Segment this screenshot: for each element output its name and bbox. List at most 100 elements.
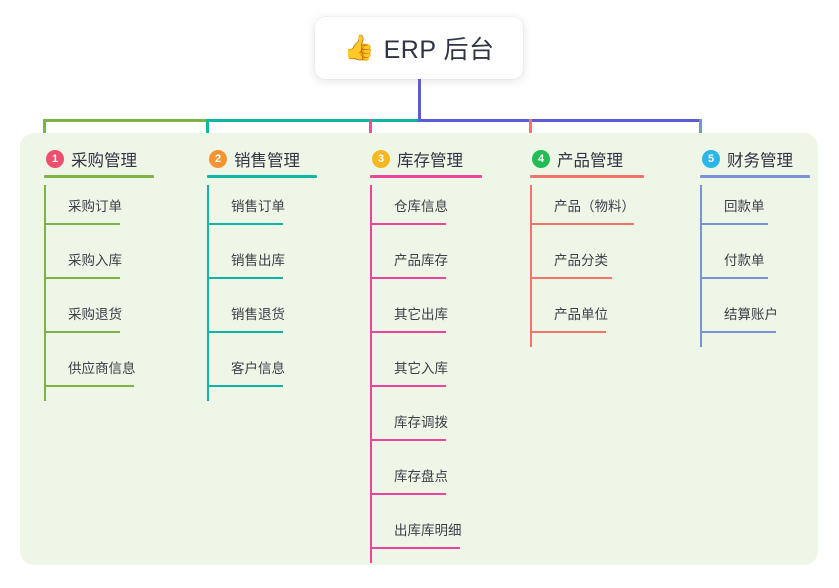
leaf-item-underline [44,277,120,279]
leaf-item[interactable]: 销售出库 [207,239,313,293]
column-spine [370,185,372,563]
column-title: 销售管理 [234,152,300,170]
leaf-item-label: 采购订单 [68,199,122,214]
leaf-item-underline [370,223,446,225]
column-title: 库存管理 [397,152,463,170]
trunk-connector [417,79,421,122]
leaf-item-label: 产品分类 [554,253,608,268]
leaf-item[interactable]: 仓库信息 [370,185,476,239]
bus-segment-3 [417,119,702,122]
leaf-item-underline [700,331,776,333]
leaf-item[interactable]: 结算账户 [700,293,806,347]
leaf-item-label: 采购退货 [68,307,122,322]
leaf-item-underline [44,223,120,225]
leaf-item-label: 付款单 [724,253,765,268]
leaf-item-label: 销售出库 [231,253,285,268]
leaf-item-underline [207,331,283,333]
leaf-item-label: 其它出库 [394,307,448,322]
leaf-item-label: 采购入库 [68,253,122,268]
leaf-item-underline [370,385,446,387]
leaf-item[interactable]: 产品库存 [370,239,476,293]
leaf-item-underline [370,547,460,549]
column-title-underline [44,175,154,178]
leaf-item[interactable]: 销售订单 [207,185,313,239]
column-spine [207,185,209,401]
leaf-item-label: 客户信息 [231,361,285,376]
leaf-item-label: 销售订单 [231,199,285,214]
leaf-item-underline [370,439,446,441]
leaf-item-label: 产品库存 [394,253,448,268]
leaf-item-underline [530,277,612,279]
bus-segment-2 [205,119,419,122]
column-title-underline [530,175,644,178]
column-spine [700,185,702,347]
column-header[interactable]: 4 产品管理 [530,145,644,185]
leaf-item-label: 出库库明细 [394,523,462,538]
leaf-item[interactable]: 库存盘点 [370,455,476,509]
leaf-item[interactable]: 产品分类 [530,239,642,293]
drop-connector-3 [368,119,372,145]
column-index-badge: 3 [372,150,390,168]
drop-connector-4 [528,119,532,145]
drop-connector-2 [205,119,209,145]
column-title: 财务管理 [727,152,793,170]
leaf-item[interactable]: 供应商信息 [44,347,164,401]
leaf-item[interactable]: 出库库明细 [370,509,490,563]
leaf-item-label: 结算账户 [724,307,778,322]
leaf-item-label: 回款单 [724,199,765,214]
column-title-underline [207,175,317,178]
leaf-item-label: 库存盘点 [394,469,448,484]
leaf-item-underline [44,331,120,333]
leaf-item-label: 仓库信息 [394,199,448,214]
column-header-row: 2 销售管理 [207,145,300,173]
leaf-item[interactable]: 客户信息 [207,347,313,401]
leaf-item[interactable]: 库存调拨 [370,401,476,455]
leaf-item[interactable]: 产品单位 [530,293,636,347]
column-title: 采购管理 [71,152,137,170]
column-header[interactable]: 3 库存管理 [370,145,482,185]
leaf-item-underline [207,277,283,279]
column-index-badge: 4 [532,150,550,168]
module-column-销售管理: 2 销售管理销售订单销售出库销售退货客户信息 [207,145,317,401]
leaf-item[interactable]: 采购入库 [44,239,150,293]
column-title: 产品管理 [557,152,623,170]
column-header-row: 4 产品管理 [530,145,623,173]
leaf-item[interactable]: 回款单 [700,185,798,239]
leaf-item-underline [700,223,768,225]
column-title-underline [700,175,810,178]
thumbs-up-icon: 👍 [343,33,375,62]
drop-connector-5 [698,119,702,145]
leaf-item-underline [207,223,283,225]
leaf-item[interactable]: 采购退货 [44,293,150,347]
leaf-item-underline [44,385,134,387]
leaf-item[interactable]: 其它入库 [370,347,476,401]
leaf-item-label: 其它入库 [394,361,448,376]
column-spine [530,185,532,347]
root-node-erp-backend[interactable]: 👍 ERP 后台 [315,17,523,79]
leaf-item-underline [370,277,446,279]
column-title-underline [370,175,482,178]
leaf-item[interactable]: 销售退货 [207,293,313,347]
leaf-item[interactable]: 产品（物料） [530,185,664,239]
leaf-item-underline [370,493,446,495]
module-column-库存管理: 3 库存管理仓库信息产品库存其它出库其它入库库存调拨库存盘点出库库明细 [370,145,482,563]
leaf-item[interactable]: 其它出库 [370,293,476,347]
leaf-item-label: 产品（物料） [554,199,635,214]
root-node-label: ERP 后台 [383,36,495,64]
leaf-item-label: 销售退货 [231,307,285,322]
leaf-item[interactable]: 付款单 [700,239,798,293]
module-column-产品管理: 4 产品管理产品（物料） 产品分类产品单位 [530,145,644,347]
leaf-item-underline [700,277,768,279]
leaf-item[interactable]: 采购订单 [44,185,150,239]
leaf-item-underline [370,331,446,333]
column-header[interactable]: 2 销售管理 [207,145,317,185]
leaf-item-underline [530,223,634,225]
drop-connector-1 [42,119,46,145]
column-index-badge: 2 [209,150,227,168]
